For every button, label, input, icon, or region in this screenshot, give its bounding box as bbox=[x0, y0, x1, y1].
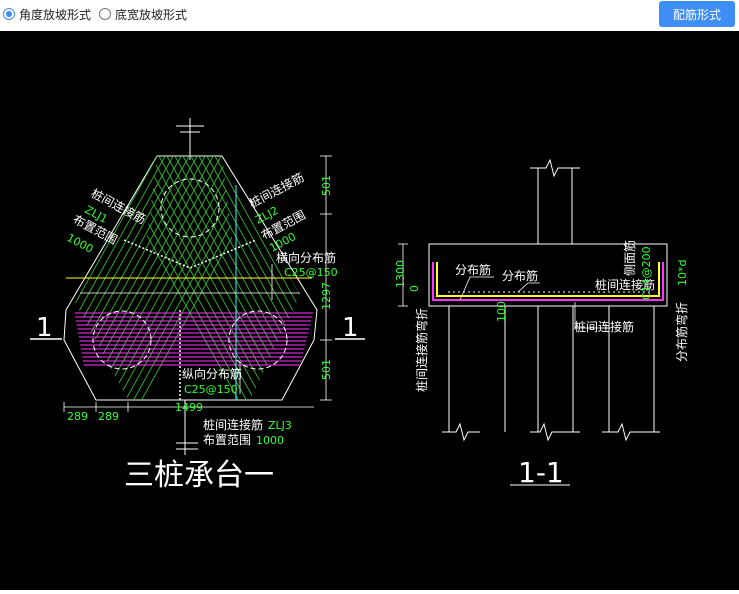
label-pile-conn-2: 桩间连接筋 bbox=[574, 319, 634, 334]
pile-right bbox=[228, 310, 288, 370]
dim-289-b: 289 bbox=[98, 410, 119, 423]
label-dist-2: 分布筋 bbox=[502, 268, 538, 283]
radio-angle-label: 角度放坡形式 bbox=[19, 7, 92, 22]
dim-501-bottom: 501 bbox=[320, 359, 333, 380]
section-1-1: 1300 0 100 分布筋 分布筋 桩间连接筋 桩间连接筋 侧面筋 C14@2… bbox=[394, 158, 689, 489]
label-zlj3-b: ZLJ3 bbox=[268, 419, 292, 432]
pile-left bbox=[92, 310, 152, 370]
label-dist-bend: 分布筋弯折 bbox=[674, 302, 689, 362]
cad-drawing: 1 1 501 1297 501 289 289 1499 桩间连接筋 ZLJ1… bbox=[30, 118, 689, 493]
section-mark-right: 1 bbox=[342, 313, 359, 343]
drawing-canvas[interactable]: 1 1 501 1297 501 289 289 1499 桩间连接筋 ZLJ1… bbox=[0, 31, 739, 590]
label-pile-bend: 桩间连接筋弯折 bbox=[414, 308, 429, 392]
label-zlj2-a: 桩间连接筋 bbox=[246, 169, 306, 210]
rebar-magenta bbox=[432, 262, 664, 301]
cap-section-outline bbox=[428, 243, 668, 307]
cap-outline bbox=[63, 155, 318, 401]
section-title: 1-1 bbox=[518, 456, 564, 489]
dim-1300: 1300 bbox=[394, 260, 407, 288]
toolbar: 角度放坡形式 底宽放坡形式 配筋形式 bbox=[0, 0, 739, 31]
radio-bottom-label: 底宽放坡形式 bbox=[115, 7, 188, 22]
dim-100: 100 bbox=[495, 301, 508, 322]
rebar-longitudinal-band bbox=[74, 312, 314, 366]
label-longitudinal-spec: C25@150 bbox=[184, 383, 238, 396]
dim-289-a: 289 bbox=[67, 410, 88, 423]
plan-title: 三桩承台一 bbox=[124, 458, 274, 493]
dim-1499: 1499 bbox=[175, 401, 203, 414]
label-zlj3-d: 1000 bbox=[256, 434, 284, 447]
dim-501-top: 501 bbox=[320, 175, 333, 196]
pile-top bbox=[160, 178, 220, 238]
label-side-spec: C14@200 bbox=[640, 246, 653, 300]
dim-0: 0 bbox=[408, 285, 421, 292]
label-side: 侧面筋 bbox=[622, 240, 637, 276]
label-10d: 10*d bbox=[676, 260, 689, 286]
dim-1297: 1297 bbox=[320, 282, 333, 310]
label-dist-1: 分布筋 bbox=[455, 262, 491, 277]
radio-angle-slope[interactable]: 角度放坡形式 bbox=[3, 6, 91, 22]
label-zlj3-a: 桩间连接筋 bbox=[203, 417, 263, 432]
radio-unchecked-icon bbox=[99, 8, 111, 20]
section-mark-left: 1 bbox=[36, 313, 53, 343]
label-zlj3-c: 布置范围 bbox=[203, 433, 251, 447]
label-pile-conn: 桩间连接筋 bbox=[595, 277, 655, 292]
label-transverse: 横向分布筋 bbox=[276, 250, 336, 265]
label-transverse-spec: C25@150 bbox=[284, 266, 338, 279]
label-longitudinal: 纵向分布筋 bbox=[182, 366, 242, 381]
radio-checked-icon bbox=[3, 8, 15, 20]
pile-cap-plan: 1 1 501 1297 501 289 289 1499 桩间连接筋 ZLJ1… bbox=[30, 118, 365, 493]
rebar-config-button[interactable]: 配筋形式 bbox=[659, 1, 735, 27]
rebar-yellow bbox=[436, 262, 660, 297]
radio-bottom-slope[interactable]: 底宽放坡形式 bbox=[99, 6, 187, 22]
